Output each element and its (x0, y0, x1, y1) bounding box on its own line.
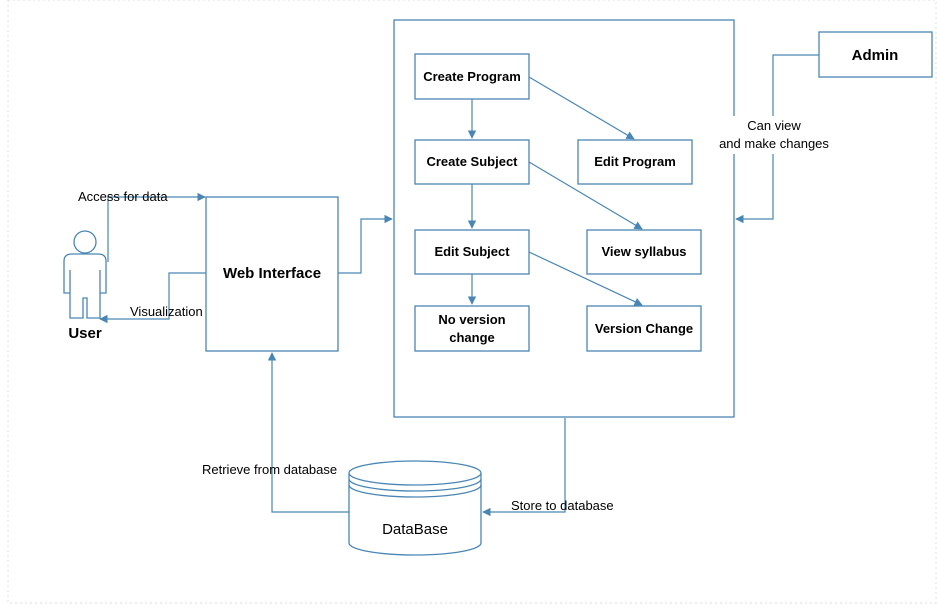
can-view-label-2: and make changes (719, 136, 829, 151)
web-interface-label: Web Interface (223, 265, 321, 282)
view-syllabus-label: View syllabus (601, 244, 686, 259)
user-label: User (68, 325, 102, 342)
program-to-edit-program-arrow (528, 76, 635, 140)
no-version-change-label-2: change (449, 330, 495, 345)
edit-program-box (577, 139, 693, 185)
no-version-change-box (414, 305, 530, 352)
edit-subject-box (414, 229, 530, 275)
create-subject-box (414, 139, 530, 185)
can-view-label-1: Can view (747, 118, 801, 133)
edit-subject-to-version-arrow (528, 251, 643, 306)
visualization-arrow (99, 272, 206, 324)
store-label: Store to database (511, 498, 614, 513)
retrieve-label: Retrieve from database (202, 462, 337, 477)
edit-program-label: Edit Program (594, 154, 676, 169)
version-change-label: Version Change (595, 321, 693, 336)
create-program-label: Create Program (423, 69, 521, 84)
page-border (7, 0, 937, 604)
retrieve-arrow (267, 352, 349, 513)
view-syllabus-box (586, 229, 702, 275)
create-subject-label: Create Subject (426, 154, 518, 169)
web-interface-box (205, 196, 339, 352)
store-arrow (482, 418, 566, 517)
person-icon (63, 230, 107, 319)
can-view-label-bg (716, 116, 832, 154)
subject-to-syllabus-arrow (528, 161, 643, 230)
database-cylinder-icon (348, 460, 482, 556)
database-label: DataBase (382, 521, 448, 538)
access-arrow (107, 192, 206, 262)
web-to-system-arrow (338, 214, 393, 274)
admin-label: Admin (852, 47, 899, 64)
access-label: Access for data (78, 189, 168, 204)
version-change-box (586, 305, 702, 352)
edit-subject-label: Edit Subject (434, 244, 510, 259)
visualization-label: Visualization (130, 304, 203, 319)
no-version-change-label-1: No version (438, 312, 505, 327)
